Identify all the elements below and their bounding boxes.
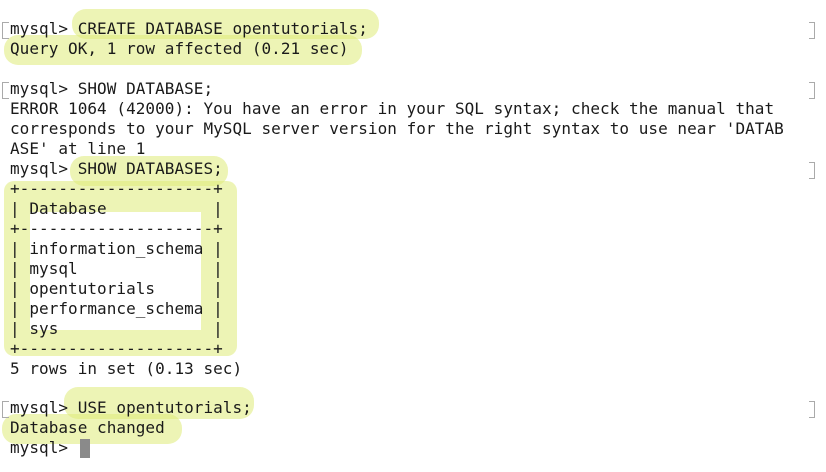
table-border: +--------------------+ xyxy=(10,339,223,358)
prompt-bracket-left xyxy=(2,22,9,39)
table-border: +--------------------+ xyxy=(10,179,223,198)
highlight-mark xyxy=(72,9,379,39)
terminal-line: 5 rows in set (0.13 sec) xyxy=(10,359,243,378)
terminal-line: mysql> CREATE DATABASE opentutorials; xyxy=(10,19,368,38)
terminal-line: ASE' at line 1 xyxy=(10,139,146,158)
prompt-bracket-left xyxy=(2,82,9,99)
highlight-gap xyxy=(30,212,201,330)
highlight-mark xyxy=(2,414,182,444)
terminal-line: Query OK, 1 row affected (0.21 sec) xyxy=(10,39,349,58)
table-row: | information_schema | xyxy=(10,239,223,258)
prompt-bracket-right xyxy=(809,162,815,179)
terminal-line: ERROR 1064 (42000): You have an error in… xyxy=(10,99,775,118)
terminal-line: mysql> SHOW DATABASES; xyxy=(10,159,223,178)
highlight-mark xyxy=(64,387,254,419)
table-row: | mysql | xyxy=(10,259,223,278)
table-row: | performance_schema | xyxy=(10,299,223,318)
prompt-bracket-right xyxy=(809,401,815,418)
command-prompt[interactable]: mysql> xyxy=(10,438,78,457)
table-border: +--------------------+ xyxy=(10,219,223,238)
terminal-line: Database changed xyxy=(10,418,165,437)
highlight-mark xyxy=(4,35,362,65)
terminal-line: corresponds to your MySQL server version… xyxy=(10,119,784,138)
text-cursor xyxy=(80,439,90,458)
prompt-bracket-right xyxy=(809,22,815,39)
table-row: | opentutorials | xyxy=(10,279,223,298)
table-header: | Database | xyxy=(10,199,223,218)
prompt-bracket-right xyxy=(809,82,815,99)
table-row: | sys | xyxy=(10,319,223,338)
terminal-line: mysql> USE opentutorials; xyxy=(10,398,252,417)
prompt-bracket-left xyxy=(2,401,9,418)
terminal-line: mysql> SHOW DATABASE; xyxy=(10,79,214,98)
